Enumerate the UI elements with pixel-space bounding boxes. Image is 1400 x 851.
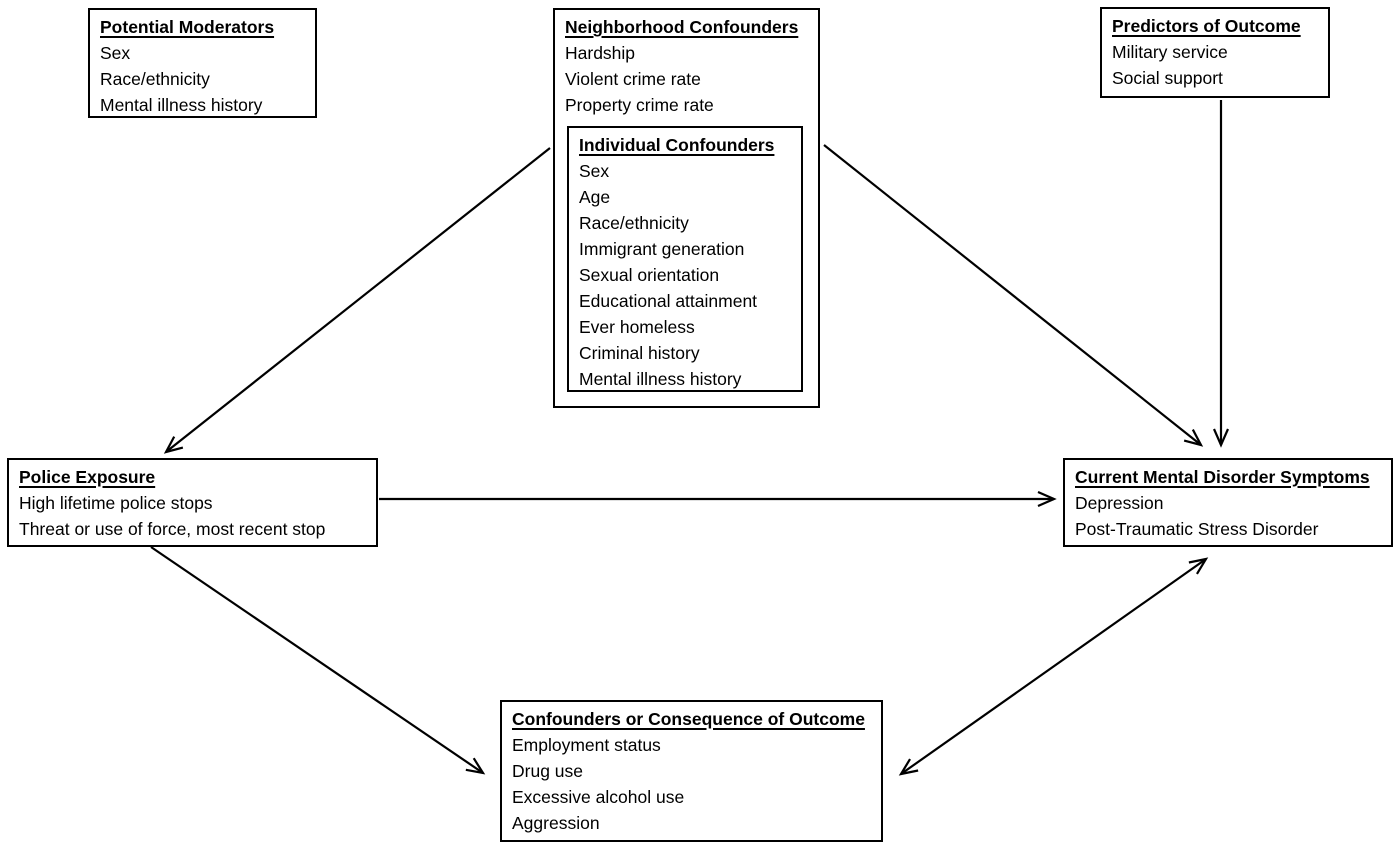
box-item: Hardship: [565, 43, 636, 63]
box-item: Sex: [100, 43, 131, 63]
box-item: Violent crime rate: [565, 69, 701, 89]
box-item: Drug use: [512, 761, 584, 781]
box-item: Mental illness history: [100, 95, 263, 115]
box-item: Military service: [1112, 42, 1228, 62]
box-item: Criminal history: [579, 343, 700, 363]
box-item: Employment status: [512, 735, 661, 755]
box-item: Educational attainment: [579, 291, 758, 311]
box-item: Depression: [1075, 493, 1164, 513]
box-item: Ever homeless: [579, 317, 695, 337]
arrow-police-exposure-to-confounders-or-consequence: [150, 546, 486, 775]
box-title: Police Exposure: [19, 467, 156, 487]
box-item: Property crime rate: [565, 95, 714, 115]
box-potential-moderators: Potential Moderators Sex Race/ethnicity …: [88, 8, 317, 118]
box-title: Confounders or Consequence of Outcome: [512, 709, 865, 729]
box-item: Immigrant generation: [579, 239, 745, 259]
box-title: Predictors of Outcome: [1112, 16, 1301, 36]
box-title: Current Mental Disorder Symptoms: [1075, 467, 1370, 487]
box-item: Race/ethnicity: [100, 69, 210, 89]
box-individual-confounders: Individual Confounders Sex Age Race/ethn…: [567, 126, 803, 392]
box-item: Threat or use of force, most recent stop: [19, 519, 326, 539]
box-neighborhood-confounders: Neighborhood Confounders Hardship Violen…: [553, 8, 820, 408]
box-predictors-of-outcome: Predictors of Outcome Military service S…: [1100, 7, 1330, 98]
box-item: Social support: [1112, 68, 1223, 88]
box-item: Excessive alcohol use: [512, 787, 685, 807]
box-item: Sexual orientation: [579, 265, 720, 285]
box-item: Age: [579, 187, 611, 207]
box-current-mental-disorder-symptoms: Current Mental Disorder Symptoms Depress…: [1063, 458, 1393, 547]
box-confounders-or-consequence-of-outcome: Confounders or Consequence of Outcome Em…: [500, 700, 883, 842]
box-title: Neighborhood Confounders: [565, 17, 799, 37]
box-item: Aggression: [512, 813, 600, 833]
box-item: Race/ethnicity: [579, 213, 689, 233]
arrow-confounders-or-consequence-bidirectional-current-mental-disorder-symptoms: [898, 557, 1209, 776]
box-item: Post-Traumatic Stress Disorder: [1075, 519, 1319, 539]
box-title: Potential Moderators: [100, 17, 275, 37]
box-item: Sex: [579, 161, 610, 181]
box-title: Individual Confounders: [579, 135, 775, 155]
box-item: Mental illness history: [579, 369, 742, 389]
arrow-neighborhood-confounders-to-police-exposure: [163, 147, 551, 454]
arrow-neighborhood-confounders-to-current-mental-disorder-symptoms: [823, 144, 1204, 447]
box-police-exposure: Police Exposure High lifetime police sto…: [7, 458, 378, 547]
box-item: High lifetime police stops: [19, 493, 213, 513]
